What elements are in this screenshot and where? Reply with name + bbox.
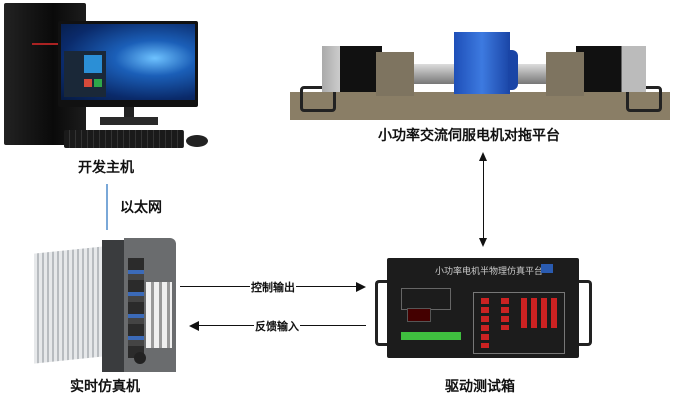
arrowhead-right-icon xyxy=(356,282,366,292)
realtime-sim-image xyxy=(34,232,176,372)
dev-host-label: 开发主机 xyxy=(78,160,134,176)
driver-box-label: 驱动测试箱 xyxy=(445,379,515,395)
arrowhead-up-icon xyxy=(479,152,487,161)
torque-sensor xyxy=(454,32,510,94)
arrowhead-down-icon xyxy=(479,238,487,247)
feedback-input-label: 反馈输入 xyxy=(254,318,300,334)
ethernet-label: 以太网 xyxy=(120,200,162,216)
monitor xyxy=(58,21,198,107)
mouse xyxy=(186,135,208,147)
keyboard xyxy=(64,130,184,148)
driver-box-panel-title: 小功率电机半物理仿真平台 xyxy=(435,267,544,277)
ethernet-link xyxy=(106,184,108,230)
platform-box-link xyxy=(483,160,484,240)
dev-host-image xyxy=(4,3,209,150)
realtime-sim-label: 实时仿真机 xyxy=(70,379,140,395)
control-output-label: 控制输出 xyxy=(250,279,296,295)
driver-box-image: 小功率电机半物理仿真平台 xyxy=(373,258,593,358)
motor-platform-image xyxy=(286,30,674,122)
arrowhead-left-icon xyxy=(189,321,199,331)
motor-platform-label: 小功率交流伺服电机对拖平台 xyxy=(378,128,560,144)
